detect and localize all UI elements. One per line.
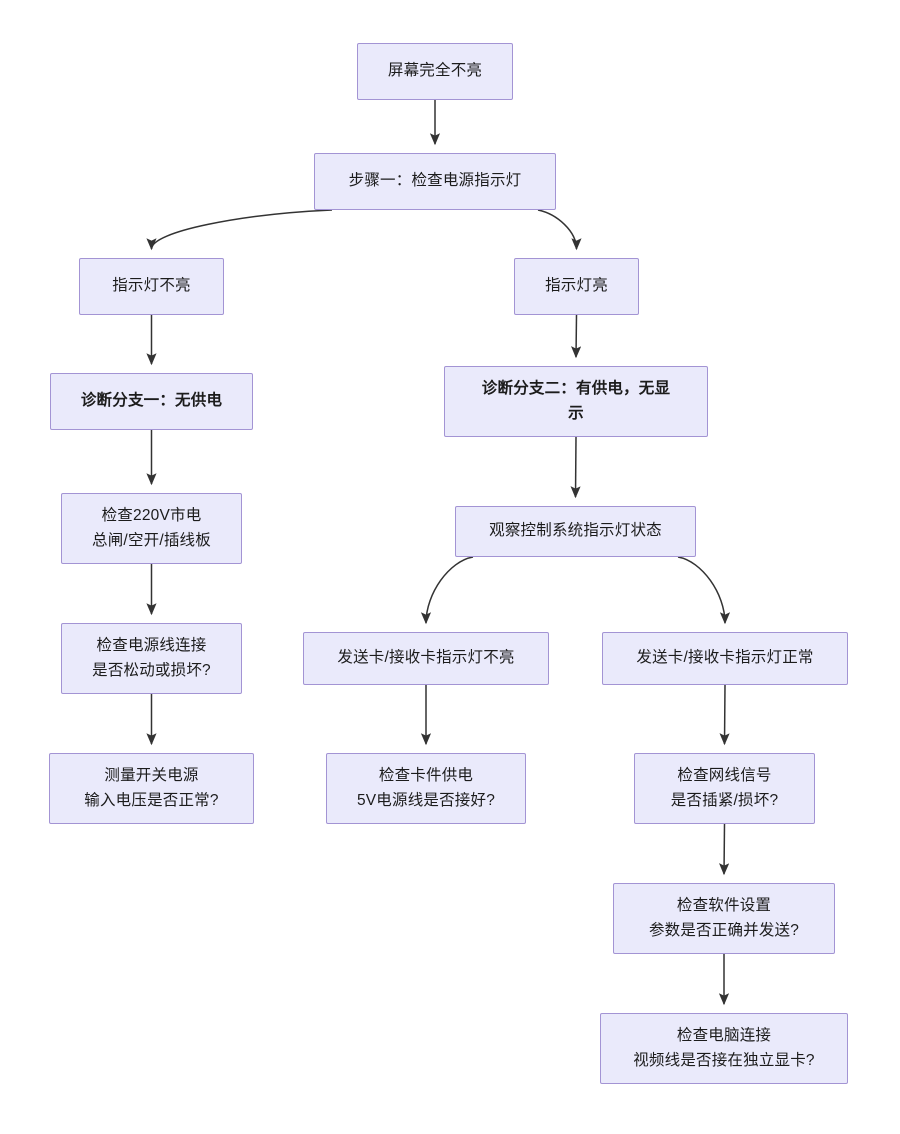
flowchart-node-label: 检查卡件供电 5V电源线是否接好? xyxy=(356,767,496,809)
flowchart-edge-n14-to-n15 xyxy=(719,823,730,876)
flowchart-node-n9[interactable]: 检查电源线连接 是否松动或损坏? xyxy=(61,623,242,694)
flowchart-node-label: 发送卡/接收卡指示灯不亮 xyxy=(337,649,515,667)
flowchart-node-label: 测量开关电源 输入电压是否正常? xyxy=(84,767,219,809)
flowchart-node-label: 指示灯亮 xyxy=(545,277,608,295)
flowchart-node-n6[interactable]: 诊断分支二：有供电，无显 示 xyxy=(444,366,708,437)
flowchart-node-n2[interactable]: 步骤一：检查电源指示灯 xyxy=(314,153,556,210)
flowchart-node-n13[interactable]: 检查卡件供电 5V电源线是否接好? xyxy=(326,753,526,824)
flowchart-node-n14[interactable]: 检查网线信号 是否插紧/损坏? xyxy=(634,753,815,824)
flowchart-node-n7[interactable]: 检查220V市电 总闸/空开/插线板 xyxy=(61,493,242,564)
flowchart-node-label: 检查网线信号 是否插紧/损坏? xyxy=(670,767,779,809)
flowchart-edge-n8-to-n11 xyxy=(677,556,731,625)
flowchart-node-n10[interactable]: 发送卡/接收卡指示灯不亮 xyxy=(303,632,549,685)
flowchart-node-n12[interactable]: 测量开关电源 输入电压是否正常? xyxy=(49,753,254,824)
flowchart-edge-n11-to-n14 xyxy=(719,684,730,746)
flowchart-node-n15[interactable]: 检查软件设置 参数是否正确并发送? xyxy=(613,883,835,954)
flowchart-edge-n8-to-n10 xyxy=(420,556,474,625)
flowchart-node-n8[interactable]: 观察控制系统指示灯状态 xyxy=(455,506,696,557)
flowchart-node-n1[interactable]: 屏幕完全不亮 xyxy=(357,43,513,100)
flowchart-node-label: 发送卡/接收卡指示灯正常 xyxy=(636,649,814,667)
flowchart-node-label: 屏幕完全不亮 xyxy=(387,62,483,80)
flowchart-node-label: 检查软件设置 参数是否正确并发送? xyxy=(648,897,800,939)
flowchart-node-label: 观察控制系统指示灯状态 xyxy=(489,522,662,540)
flowchart-edge-n4-to-n6 xyxy=(571,314,582,359)
flowchart-edge-n6-to-n8 xyxy=(570,436,581,499)
flowchart-node-label: 指示灯不亮 xyxy=(112,277,191,295)
flowchart-node-label: 诊断分支二：有供电，无显 示 xyxy=(481,380,671,422)
flowchart-node-label: 检查电源线连接 是否松动或损坏? xyxy=(92,637,211,679)
flowchart-edge-n2-to-n4 xyxy=(537,209,582,251)
flowchart-node-n11[interactable]: 发送卡/接收卡指示灯正常 xyxy=(602,632,848,685)
flowchart-node-n16[interactable]: 检查电脑连接 视频线是否接在独立显卡? xyxy=(600,1013,848,1084)
flowchart-node-n5[interactable]: 诊断分支一：无供电 xyxy=(50,373,253,430)
flowchart-edge-n2-to-n3 xyxy=(146,209,333,251)
flowchart-node-label: 诊断分支一：无供电 xyxy=(80,392,223,410)
flowchart-node-n4[interactable]: 指示灯亮 xyxy=(514,258,639,315)
flowchart-node-label: 检查220V市电 总闸/空开/插线板 xyxy=(92,507,211,549)
flowchart-node-label: 步骤一：检查电源指示灯 xyxy=(348,172,522,190)
flowchart-node-label: 检查电脑连接 视频线是否接在独立显卡? xyxy=(633,1027,815,1069)
flowchart-node-n3[interactable]: 指示灯不亮 xyxy=(79,258,224,315)
